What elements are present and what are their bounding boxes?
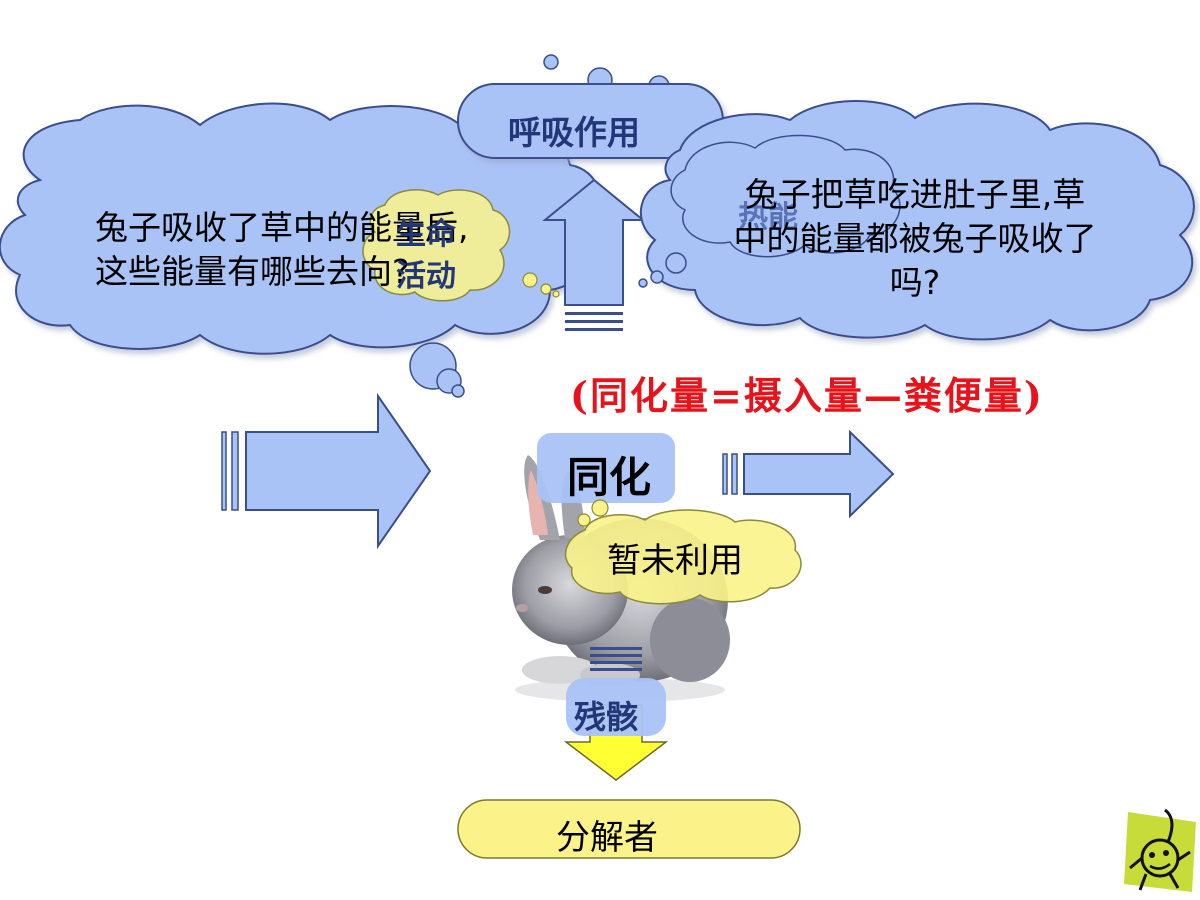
left-question-line-2: 这些能量有哪些去向? bbox=[95, 252, 410, 291]
unused-label: 暂未利用 bbox=[607, 541, 743, 581]
assimilation-label-box bbox=[537, 433, 675, 503]
decomposer-label-box bbox=[457, 799, 801, 859]
right-question-text: 兔子把草吃进肚子里,草 中的能量都被兔子吸收了 吗? bbox=[700, 173, 1130, 305]
life-activity-label: 生命 活动 bbox=[396, 214, 456, 298]
assimilation-label: 同化 bbox=[567, 453, 652, 502]
life-activity-line-1: 生命 bbox=[396, 217, 456, 252]
up-arrow bbox=[542, 178, 646, 331]
output-arrow bbox=[722, 429, 895, 519]
respiration-label: 呼吸作用 bbox=[508, 113, 640, 152]
bubble-trail-life bbox=[522, 272, 560, 298]
bubble-trail-right bbox=[638, 252, 687, 288]
input-arrow bbox=[221, 392, 432, 550]
remains-label: 残骸 bbox=[574, 698, 639, 736]
mascot-logo bbox=[1124, 808, 1196, 892]
life-activity-cloud bbox=[362, 189, 511, 302]
remains-label-box bbox=[566, 678, 666, 736]
left-question-text: 兔子吸收了草中的能量后, 这些能量有哪些去向? bbox=[95, 206, 469, 294]
right-question-line-1: 兔子把草吃进肚子里,草 bbox=[744, 175, 1086, 214]
bubble-trail-left bbox=[409, 342, 465, 398]
decomposer-label: 分解者 bbox=[556, 818, 658, 858]
assimilation-formula: (同化量=摄入量—粪便量) bbox=[570, 373, 1044, 418]
left-question-line-1: 兔子吸收了草中的能量后, bbox=[95, 208, 469, 247]
heat-thought-cloud bbox=[670, 134, 901, 258]
bubble-trail-unused bbox=[577, 499, 609, 527]
right-question-line-2: 中的能量都被兔子吸收了 bbox=[733, 219, 1097, 258]
heat-label: 热能 bbox=[738, 200, 798, 235]
life-activity-line-2: 活动 bbox=[396, 259, 456, 294]
unused-energy-cloud bbox=[564, 509, 802, 605]
right-question-line-3: 吗? bbox=[889, 263, 941, 302]
